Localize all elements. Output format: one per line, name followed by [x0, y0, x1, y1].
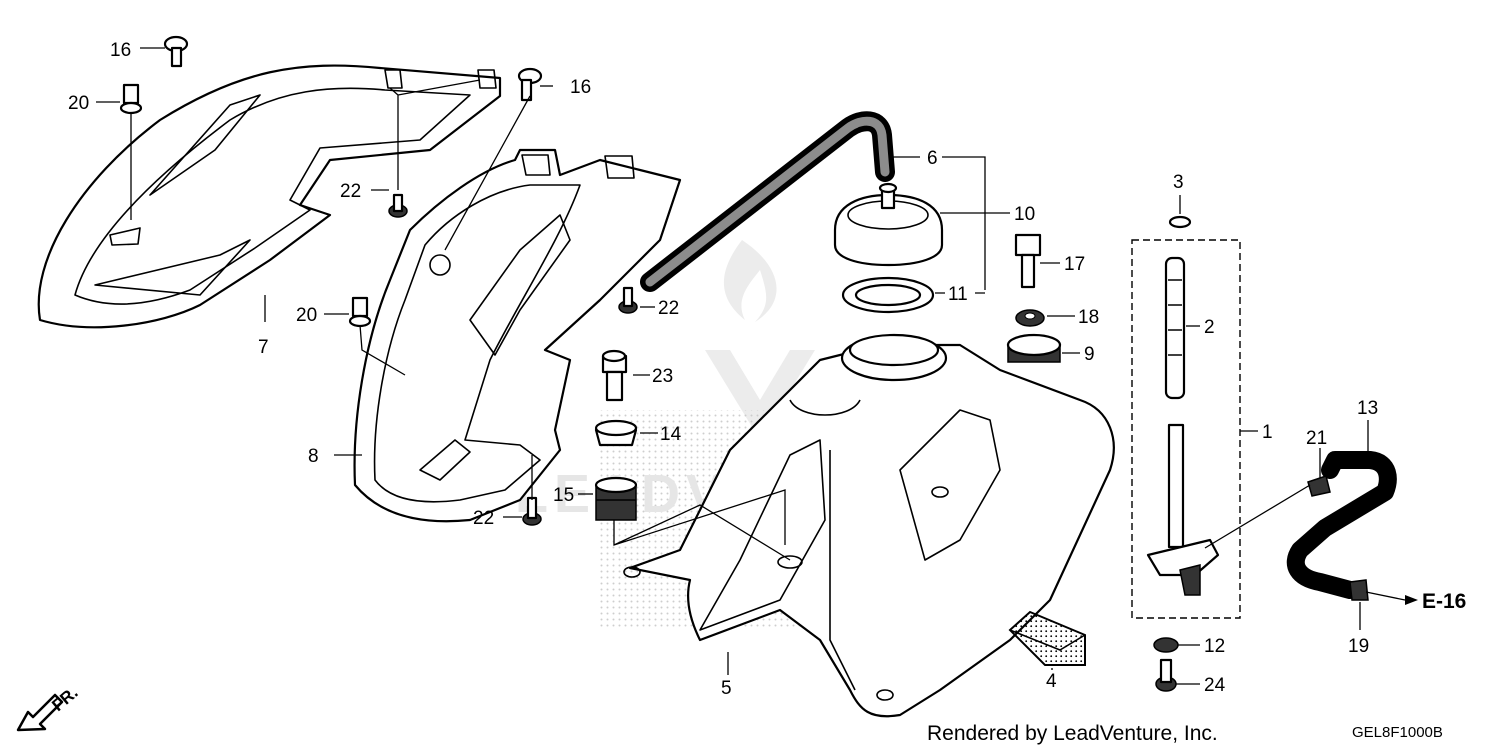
part-19-clip — [1349, 579, 1369, 601]
callout-14: 14 — [660, 424, 682, 445]
callout-22-middle: 22 — [658, 298, 679, 319]
part-12-washer — [1153, 637, 1179, 653]
callout-7: 7 — [258, 337, 269, 358]
part-4-cushion — [1008, 610, 1086, 666]
callout-12: 12 — [1204, 636, 1225, 657]
part-11-gasket — [841, 276, 935, 314]
part-13-fuel-hose — [1286, 451, 1397, 599]
callout-20-center: 20 — [296, 305, 317, 326]
part-16-screw-top-left — [163, 35, 189, 68]
callout-4: 4 — [1046, 671, 1057, 692]
callout-6: 6 — [927, 148, 938, 169]
callout-17: 17 — [1064, 254, 1085, 275]
part-22-screw-upper — [388, 193, 408, 218]
part-1-fuel-cock-assembly — [1131, 239, 1241, 619]
callout-9: 9 — [1084, 344, 1095, 365]
part-22-screw-middle — [618, 286, 638, 314]
part-8-side-shroud — [353, 148, 682, 523]
callout-22-upper: 22 — [340, 181, 361, 202]
diagram-code: GEL8F1000B — [1352, 724, 1443, 741]
leader-lines — [96, 47, 1418, 685]
callout-16-top-center: 16 — [570, 77, 591, 98]
reference-e16: E-16 — [1422, 590, 1466, 613]
part-3-washer — [1168, 215, 1192, 229]
part-20-rivet-center — [348, 296, 372, 328]
part-23-bolt — [601, 349, 628, 402]
part-5-fuel-tank — [623, 333, 1115, 718]
callout-10: 10 — [1014, 204, 1035, 225]
callout-19: 19 — [1348, 636, 1369, 657]
part-18-washer — [1015, 309, 1045, 327]
callout-22-lower: 22 — [473, 508, 494, 529]
front-direction-arrow: FR. — [16, 683, 82, 732]
callout-18: 18 — [1078, 307, 1099, 328]
part-16-screw-top-center — [517, 67, 543, 102]
callout-21: 21 — [1306, 428, 1327, 449]
callout-20-left: 20 — [68, 93, 89, 114]
part-17-bolt — [1014, 233, 1042, 289]
part-24-screw — [1155, 658, 1177, 692]
part-14-collar — [594, 419, 638, 447]
callout-15: 15 — [553, 485, 574, 506]
callout-labels: 16 20 16 22 20 7 8 22 22 23 14 15 6 10 1… — [68, 40, 1466, 699]
part-21-clip — [1307, 475, 1331, 497]
callout-23: 23 — [652, 366, 673, 387]
part-10-fuel-cap — [833, 182, 944, 267]
part-20-rivet-left — [119, 83, 143, 115]
callout-1: 1 — [1262, 422, 1273, 443]
part-15-rubber-mount — [594, 476, 638, 521]
callout-13: 13 — [1357, 398, 1378, 419]
callout-2: 2 — [1204, 317, 1215, 338]
callout-5: 5 — [721, 678, 732, 699]
part-6-breather-hose — [640, 111, 895, 292]
callout-16-top-left: 16 — [110, 40, 131, 61]
callout-8: 8 — [308, 446, 319, 467]
callout-3: 3 — [1173, 172, 1184, 193]
part-7-front-cover — [37, 64, 502, 329]
callout-11: 11 — [948, 284, 968, 305]
callout-24: 24 — [1204, 675, 1226, 696]
part-9-grommet — [1006, 333, 1062, 363]
credit-text: Rendered by LeadVenture, Inc. — [927, 722, 1218, 745]
